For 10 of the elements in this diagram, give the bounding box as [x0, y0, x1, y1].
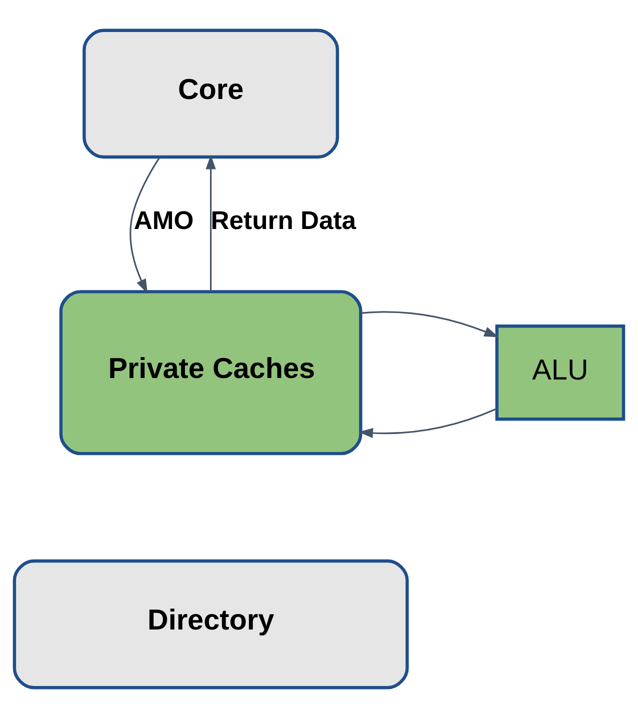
node-box: ALU — [495, 324, 626, 421]
arrow — [130, 156, 160, 294]
arrow — [360, 311, 499, 338]
node-box: Directory — [12, 559, 409, 690]
node-box: Private Caches — [59, 290, 362, 456]
arrow — [206, 154, 216, 292]
arrow — [358, 408, 497, 438]
edge-label: Return Data — [210, 206, 356, 235]
edge-label: AMO — [134, 206, 194, 235]
node-box: Core — [82, 28, 340, 159]
